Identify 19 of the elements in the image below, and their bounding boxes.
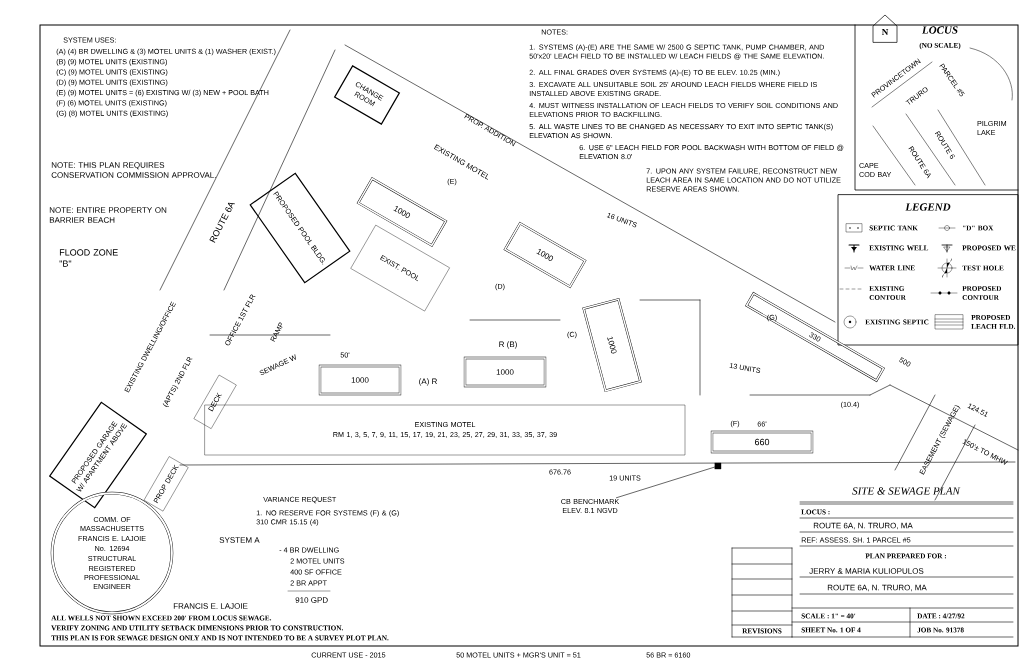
title-block-text: JERRY & MARIA KULIOPULOS: [809, 568, 924, 574]
note-text: NOTE: ENTIRE PROPERTY ON BARRIER BEACH: [49, 207, 167, 223]
leader-line: [616, 466, 716, 499]
leach-field: 1000: [463, 356, 547, 388]
leach-field: 660: [710, 430, 814, 454]
note-text: FLOOD ZONE "B": [59, 249, 118, 267]
leach-field: 1000: [318, 364, 402, 396]
system-marker: (A) R: [419, 378, 437, 386]
note-text: NOTE: THIS PLAN REQUIRES CONSERVATION COMMISSION APPROVAL.: [51, 162, 216, 178]
title-block-text: ROUTE 6A, N. TRURO, MA: [813, 522, 913, 530]
note-text: 910 GPD: [295, 597, 328, 603]
title-block-text: ROUTE 6A, N. TRURO, MA: [827, 584, 927, 592]
note-heading: SYSTEM A: [219, 537, 260, 543]
north-letter: N: [881, 29, 889, 35]
system-marker: R (B): [499, 341, 517, 349]
locus-title: LOCUS: [921, 26, 958, 34]
benchmark-marker: [714, 462, 722, 470]
plan-title: SITE & SEWAGE PLAN: [852, 487, 961, 495]
legend-title: LEGEND: [905, 203, 951, 211]
